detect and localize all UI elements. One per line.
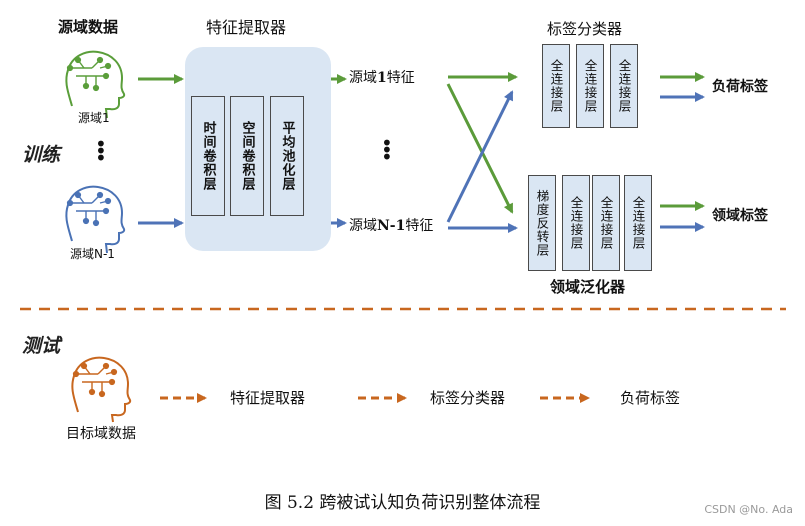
extractor-layer-2: 空间卷积层 bbox=[230, 96, 264, 216]
generalizer-layer-2: 全连接层 bbox=[562, 175, 590, 271]
target-domain-label: 目标域数据 bbox=[66, 426, 136, 442]
source-domain-title: 源域数据 bbox=[58, 18, 119, 36]
source-ellipsis: ••• bbox=[95, 132, 107, 170]
test-step-3: 负荷标签 bbox=[620, 389, 681, 407]
classifier-layer-3: 全连接层 bbox=[610, 44, 638, 128]
generalizer-layer-4-label: 全连接层 bbox=[630, 196, 646, 250]
sourceN-label: 源域N-1 bbox=[70, 247, 115, 261]
brain-head-icon-orange bbox=[71, 356, 132, 423]
extractor-layer-2-label: 空间卷积层 bbox=[239, 121, 255, 191]
test-step-2: 标签分类器 bbox=[430, 389, 506, 407]
extractor-layer-3-label: 平均池化层 bbox=[279, 121, 295, 191]
featureN-label: 源域N-1特征 bbox=[349, 218, 434, 234]
brain-head-icon-blue bbox=[65, 185, 126, 254]
extractor-layer-1-label: 时间卷积层 bbox=[200, 121, 216, 191]
figure-caption: 图 5.2 跨被试认知负荷识别整体流程 bbox=[264, 493, 541, 513]
watermark: CSDN @No. Ada bbox=[704, 503, 793, 516]
classifier-output-label: 负荷标签 bbox=[712, 79, 768, 95]
classifier-layer-2-label: 全连接层 bbox=[582, 59, 598, 113]
test-section-label: 测试 bbox=[22, 335, 61, 357]
generalizer-title: 领域泛化器 bbox=[550, 278, 626, 296]
generalizer-layer-2-label: 全连接层 bbox=[568, 196, 584, 250]
arrow-featureN-to-classifier bbox=[446, 90, 514, 223]
extractor-layer-3: 平均池化层 bbox=[270, 96, 304, 216]
generalizer-output-label: 领域标签 bbox=[712, 208, 768, 224]
generalizer-layer-3: 全连接层 bbox=[592, 175, 620, 271]
source1-label: 源域1 bbox=[78, 111, 110, 125]
classifier-title: 标签分类器 bbox=[547, 20, 623, 38]
train-section-label: 训练 bbox=[22, 144, 61, 166]
extractor-layer-1: 时间卷积层 bbox=[191, 96, 225, 216]
classifier-layer-1-label: 全连接层 bbox=[548, 59, 564, 113]
classifier-layer-1: 全连接层 bbox=[542, 44, 570, 128]
extractor-title: 特征提取器 bbox=[206, 18, 287, 37]
feature1-label: 源域1特征 bbox=[349, 70, 415, 86]
feature-ellipsis: ••• bbox=[381, 131, 393, 169]
arrow-feature1-to-generalizer bbox=[446, 83, 514, 214]
generalizer-layer-4: 全连接层 bbox=[624, 175, 652, 271]
brain-head-icon-green bbox=[65, 50, 126, 119]
generalizer-layer-1: 梯度反转层 bbox=[528, 175, 556, 271]
classifier-layer-3-label: 全连接层 bbox=[616, 59, 632, 113]
generalizer-layer-3-label: 全连接层 bbox=[598, 196, 614, 250]
generalizer-layer-1-label: 梯度反转层 bbox=[534, 189, 550, 257]
test-step-1: 特征提取器 bbox=[230, 389, 306, 407]
classifier-layer-2: 全连接层 bbox=[576, 44, 604, 128]
